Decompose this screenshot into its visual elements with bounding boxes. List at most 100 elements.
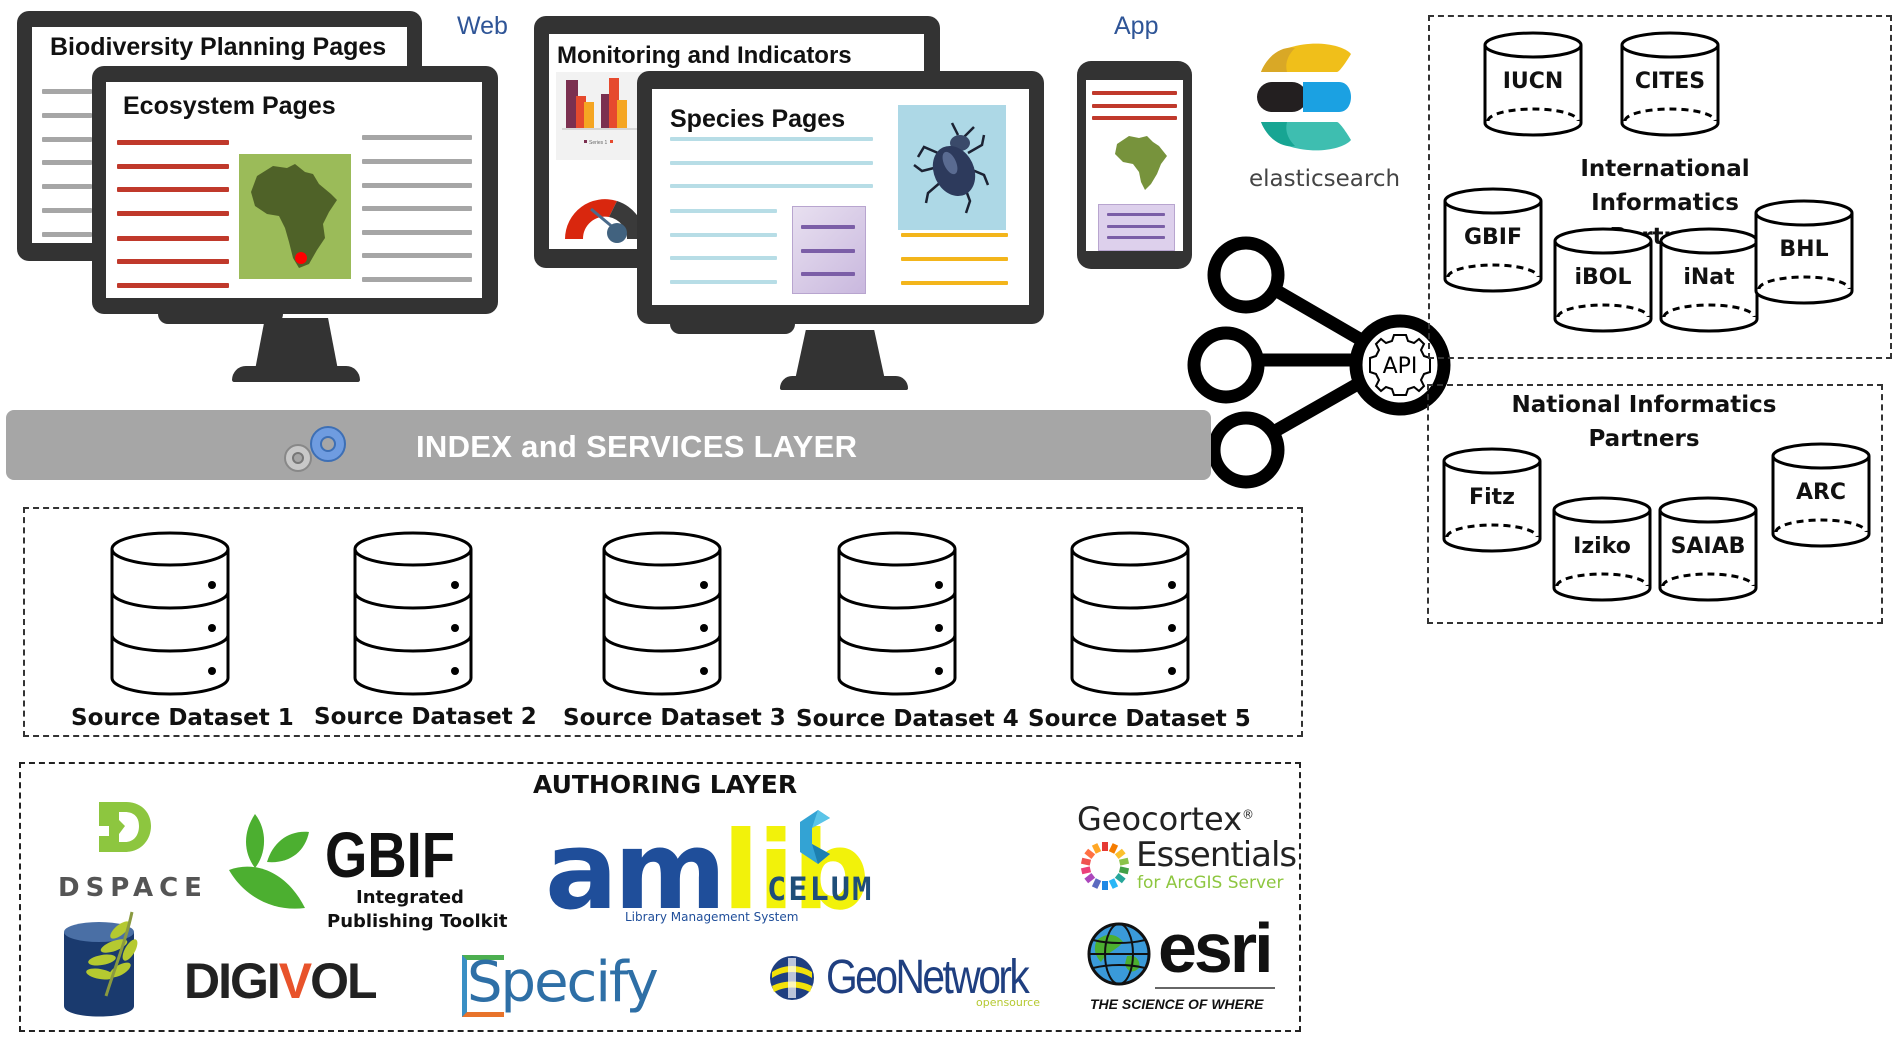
database-icon <box>602 531 722 696</box>
geocortex-label: Geocortex® <box>1077 800 1254 838</box>
gbif-subtitle-2: Publishing Toolkit <box>327 911 508 932</box>
index-services-layer-bar: INDEX and SERVICES LAYER <box>6 410 1211 480</box>
international-heading-line1: International Informatics <box>1580 156 1750 216</box>
gauge-thumbnail <box>557 179 647 244</box>
celum-logo-icon <box>800 810 830 864</box>
geocortex-ring-segment <box>1084 848 1096 859</box>
monitoring-title: Monitoring and Indicators <box>557 42 852 69</box>
ecosystem-monitor-neck <box>158 312 283 324</box>
chart-legend-series-1: Series 1 <box>589 140 608 146</box>
partner-cylinder-iucn: IUCN <box>1483 31 1583 137</box>
amlib-subtitle: Library Management System <box>625 910 799 924</box>
esri-globe-icon <box>1087 922 1151 986</box>
partner-cylinder-inat: iNat <box>1659 227 1759 333</box>
geocortex-ring-segment <box>1114 848 1126 859</box>
geocortex-ring-segment <box>1091 878 1102 889</box>
geocortex-ring-segment <box>1108 843 1119 854</box>
partner-cylinder-iucn-label: IUCN <box>1503 69 1564 94</box>
gear-icon: API <box>1369 334 1431 396</box>
geocortex-ring-segment <box>1118 857 1130 866</box>
mobile-app-device <box>1077 61 1192 269</box>
esri-tagline: THE SCIENCE OF WHERE <box>1090 996 1264 1012</box>
africa-icon <box>1115 136 1167 190</box>
specify-logo-frame <box>462 955 504 1017</box>
geocortex-ring-segment <box>1102 842 1108 851</box>
partner-cylinder-saiab: SAIAB <box>1658 496 1758 602</box>
species-monitor-stand <box>795 330 885 380</box>
source-dataset-icons <box>110 531 1190 696</box>
connector-node-1 <box>1207 236 1285 314</box>
elasticsearch-logo-icon <box>1257 43 1351 151</box>
digivol-text-pre: DIGI <box>184 953 281 1009</box>
authoring-layer-title: AUTHORING LAYER <box>533 770 798 799</box>
partner-cylinder-cites: CITES <box>1620 31 1720 137</box>
source-dataset-3-label: Source Dataset 3 <box>563 705 786 731</box>
africa-icon <box>251 164 337 268</box>
international-partners-cylinders: IUCN CITES GBIF iBOL iNat BHL <box>1443 31 1854 333</box>
beetle-image <box>898 105 1006 230</box>
api-connector-diagram: API <box>1187 236 1451 489</box>
celum-label: CELUM <box>767 870 874 908</box>
amlib-am: am <box>545 809 726 934</box>
dspace-logo-icon <box>99 802 151 852</box>
geocortex-ring-segment <box>1108 878 1119 889</box>
amlib-logo: amlib <box>545 818 870 926</box>
partner-cylinder-ibol: iBOL <box>1553 227 1653 333</box>
specify-label: Specify <box>467 950 659 1015</box>
partner-cylinder-iziko-label: Iziko <box>1573 534 1631 559</box>
national-partners-box: National Informatics Partners <box>1427 384 1883 624</box>
digivol-v: V <box>278 953 312 1009</box>
partner-cylinder-fitz-label: Fitz <box>1469 485 1515 510</box>
document-thumbnail <box>792 206 866 294</box>
ecosystem-monitor-base <box>232 366 360 382</box>
partner-cylinder-inat-label: iNat <box>1683 265 1735 290</box>
gears-icon <box>284 426 346 472</box>
geocortex-text: Geocortex <box>1077 800 1242 838</box>
source-dataset-5-label: Source Dataset 5 <box>1028 706 1251 732</box>
national-heading-line2: Partners <box>1588 426 1700 452</box>
species-monitor: Species Pages <box>637 71 1044 324</box>
esri-divider <box>1155 987 1275 989</box>
database-icon <box>1070 531 1190 696</box>
authoring-layer-box <box>19 762 1301 1032</box>
geocortex-essentials: Essentials <box>1136 835 1297 875</box>
digivol-text-post: OL <box>310 953 377 1009</box>
database-icon <box>837 531 957 696</box>
api-label: API <box>1383 354 1418 379</box>
geocortex-ring-segment <box>1080 857 1092 866</box>
gauge-icon <box>565 199 645 243</box>
partner-cylinder-bhl: BHL <box>1754 199 1854 305</box>
gbif-subtitle-1: Integrated <box>356 887 464 908</box>
gbif-leaf-logo-icon <box>229 814 309 909</box>
app-document-thumbnail <box>1098 204 1175 251</box>
source-datasets-box <box>23 507 1303 737</box>
biodiversity-planning-title: Biodiversity Planning Pages <box>50 33 387 61</box>
connector-node-2 <box>1187 326 1265 404</box>
geonetwork-label: GeoNetwork <box>826 951 1030 1004</box>
geonetwork-subtitle: opensource <box>976 996 1040 1009</box>
geocortex-ring-segment <box>1114 873 1126 884</box>
ecosystem-monitor-stand <box>255 318 338 370</box>
geocortex-ring-icon <box>1080 842 1130 890</box>
species-monitor-base <box>780 376 908 390</box>
species-monitor-neck <box>670 322 795 334</box>
africa-map-image <box>239 154 351 279</box>
partner-cylinder-arc: ARC <box>1771 442 1871 548</box>
database-leaf-logo-icon <box>64 911 138 1017</box>
esri-label: esri <box>1158 909 1274 987</box>
partner-cylinder-saiab-label: SAIAB <box>1671 534 1746 559</box>
elasticsearch-label: elasticsearch <box>1249 166 1401 192</box>
database-icon <box>353 531 473 696</box>
app-label: App <box>1114 12 1159 40</box>
database-icon <box>110 531 230 696</box>
gbif-logo-text: GBIF <box>325 819 455 891</box>
partner-cylinder-arc-label: ARC <box>1796 480 1846 505</box>
partner-cylinder-gbif-label: GBIF <box>1464 225 1522 250</box>
dspace-label: DSPACE <box>58 873 208 903</box>
ecosystem-title: Ecosystem Pages <box>123 92 336 120</box>
beetle-icon <box>913 122 990 214</box>
digivol-logo: DIGIVOL <box>184 952 378 1010</box>
geocortex-ring-segment <box>1084 873 1096 884</box>
partner-cylinder-cites-label: CITES <box>1635 69 1705 94</box>
